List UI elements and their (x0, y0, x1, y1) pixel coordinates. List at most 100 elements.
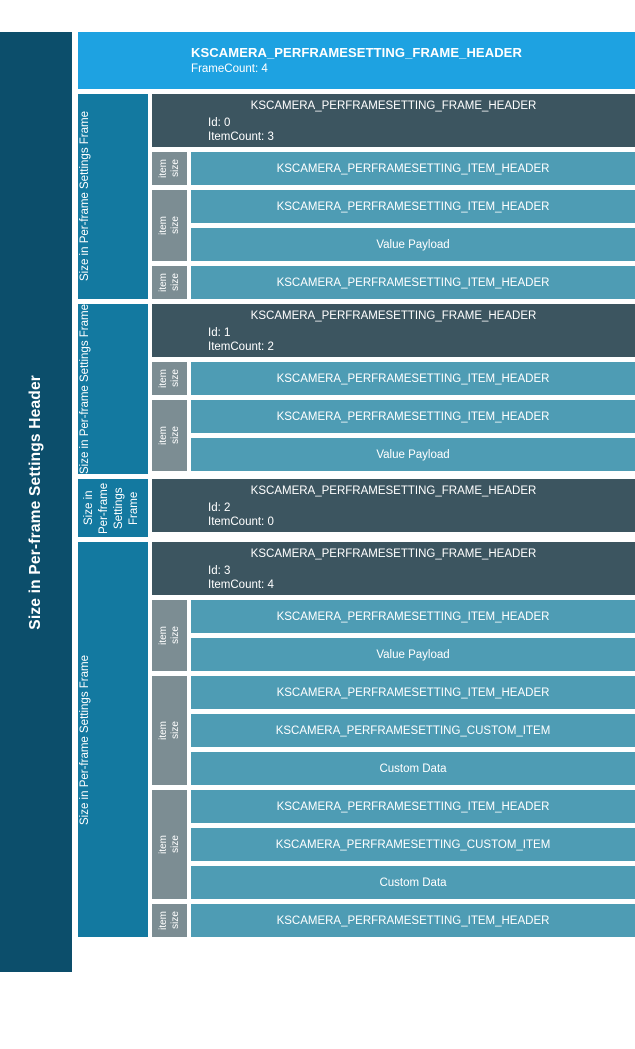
frame-header-title: KSCAMERA_PERFRAMESETTING_FRAME_HEADER (250, 310, 537, 322)
item-size-line-2: size (169, 721, 181, 740)
item-rows: KSCAMERA_PERFRAMESETTING_ITEM_HEADER (191, 152, 635, 185)
item-row: KSCAMERA_PERFRAMESETTING_ITEM_HEADER (191, 904, 635, 938)
item-row: KSCAMERA_PERFRAMESETTING_CUSTOM_ITEM (191, 714, 635, 748)
item-rows: KSCAMERA_PERFRAMESETTING_ITEM_HEADER (191, 362, 635, 395)
frame-size-label: Size in Per-frame Settings Frame (78, 479, 148, 538)
item-size-line-1: item (157, 911, 169, 930)
item-rows: KSCAMERA_PERFRAMESETTING_ITEM_HEADER Valu… (191, 190, 635, 261)
frame-header-meta: Id: 0 ItemCount: 3 (208, 116, 274, 144)
item-size-line-2: size (169, 911, 181, 930)
item-size-line-1: item (157, 216, 169, 235)
item-size-line-1: item (157, 273, 169, 292)
item-row: Custom Data (191, 866, 635, 900)
item-row: Value Payload (191, 228, 635, 261)
item-size-line-1: item (157, 369, 169, 388)
item-size-line-2: size (169, 426, 181, 445)
item-size-line-2: size (169, 159, 181, 178)
item-size-line-1: item (157, 721, 169, 740)
frame-itemcount: ItemCount: 3 (208, 131, 274, 143)
item-row: KSCAMERA_PERFRAMESETTING_ITEM_HEADER (191, 676, 635, 710)
frame-itemcount: ItemCount: 2 (208, 341, 274, 353)
frame-header-title: KSCAMERA_PERFRAMESETTING_FRAME_HEADER (250, 548, 537, 561)
size-in-per-frame-settings-header-band: Size in Per-frame Settings Header (0, 32, 72, 972)
item-row: Value Payload (191, 638, 635, 672)
item-size-line-1: item (157, 626, 169, 645)
item-row: KSCAMERA_PERFRAMESETTING_ITEM_HEADER (191, 362, 635, 395)
frame-header: KSCAMERA_PERFRAMESETTING_FRAME_HEADER Id:… (152, 479, 635, 533)
frame-header-title: KSCAMERA_PERFRAMESETTING_FRAME_HEADER (250, 485, 537, 498)
frame-header: KSCAMERA_PERFRAMESETTING_FRAME_HEADER Id:… (152, 94, 635, 147)
frame-header: KSCAMERA_PERFRAMESETTING_FRAME_HEADER Id:… (152, 304, 635, 357)
frame-size-label: Size in Per-frame Settings Frame (78, 542, 148, 938)
frame-body: KSCAMERA_PERFRAMESETTING_FRAME_HEADER Id:… (152, 479, 635, 537)
frame-size-label: Size in Per-frame Settings Frame (78, 304, 148, 475)
main-column: KSCAMERA_PERFRAMESETTING_FRAME_HEADER Fr… (78, 32, 635, 972)
item-row: KSCAMERA_PERFRAMESETTING_CUSTOM_ITEM (191, 828, 635, 862)
item-row: KSCAMERA_PERFRAMESETTING_ITEM_HEADER (191, 400, 635, 433)
frame-itemcount: ItemCount: 0 (208, 516, 274, 529)
top-frame-header-framecount: FrameCount: 4 (191, 63, 268, 75)
item-size-line-2: size (169, 835, 181, 854)
frame-size-label-text: Size in Per-frame Settings Frame (83, 482, 140, 534)
item-row: KSCAMERA_PERFRAMESETTING_ITEM_HEADER (191, 790, 635, 824)
frame-size-label-text: Size in Per-frame Settings Frame (79, 654, 91, 825)
frame-itemcount: ItemCount: 4 (208, 579, 274, 592)
frame-id: Id: 1 (208, 327, 231, 339)
frame-size-label-text: Size in Per-frame Settings Frame (79, 111, 91, 282)
frame-id: Id: 2 (208, 502, 231, 515)
frame-id: Id: 3 (208, 565, 231, 578)
frame-id: Id: 0 (208, 117, 231, 129)
item-row: KSCAMERA_PERFRAMESETTING_ITEM_HEADER (191, 190, 635, 223)
frame-header-title: KSCAMERA_PERFRAMESETTING_FRAME_HEADER (250, 100, 537, 112)
item-rows: KSCAMERA_PERFRAMESETTING_ITEM_HEADER KSCA… (191, 790, 635, 900)
item-rows: KSCAMERA_PERFRAMESETTING_ITEM_HEADER (191, 266, 635, 299)
item-size-line-1: item (157, 835, 169, 854)
item-rows: KSCAMERA_PERFRAMESETTING_ITEM_HEADER (191, 904, 635, 938)
item-size-line-1: item (157, 426, 169, 445)
frame-body: KSCAMERA_PERFRAMESETTING_FRAME_HEADER Id:… (152, 94, 635, 299)
top-frame-header-inner: KSCAMERA_PERFRAMESETTING_FRAME_HEADER Fr… (191, 44, 522, 77)
item-size-line-2: size (169, 216, 181, 235)
sidebar-label: Size in Per-frame Settings Header (27, 374, 44, 630)
frame-size-label-text: Size in Per-frame Settings Frame (79, 304, 91, 475)
frame-size-label: Size in Per-frame Settings Frame (78, 94, 148, 299)
item-row: KSCAMERA_PERFRAMESETTING_ITEM_HEADER (191, 266, 635, 299)
frame-header: KSCAMERA_PERFRAMESETTING_FRAME_HEADER Id:… (152, 542, 635, 596)
item-size-line-2: size (169, 273, 181, 292)
item-row: KSCAMERA_PERFRAMESETTING_ITEM_HEADER (191, 152, 635, 185)
frame-header-meta: Id: 1 ItemCount: 2 (208, 326, 274, 354)
frame-body: KSCAMERA_PERFRAMESETTING_FRAME_HEADER Id:… (152, 542, 635, 938)
top-frame-header-title: KSCAMERA_PERFRAMESETTING_FRAME_HEADER (191, 45, 522, 60)
frame-body: KSCAMERA_PERFRAMESETTING_FRAME_HEADER Id:… (152, 304, 635, 474)
diagram-canvas: Size in Per-frame Settings Header KSCAME… (0, 32, 635, 972)
top-frame-header: KSCAMERA_PERFRAMESETTING_FRAME_HEADER Fr… (78, 32, 635, 89)
item-size-line-2: size (169, 626, 181, 645)
